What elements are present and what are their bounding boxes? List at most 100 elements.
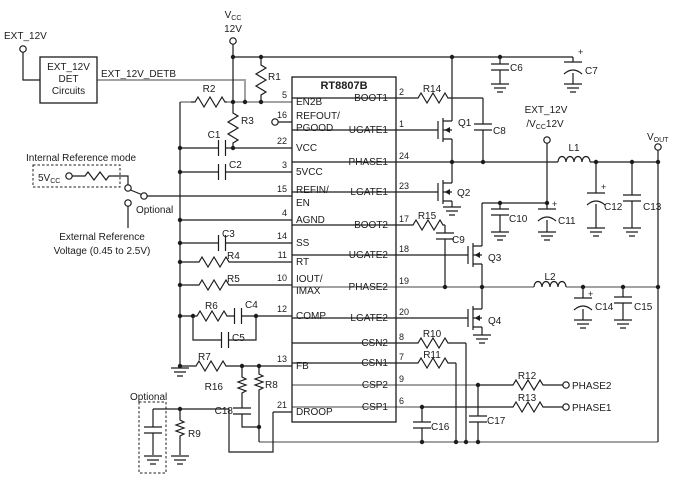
ext12v-terminal-label: EXT_12V — [4, 31, 47, 42]
vcc-12v-label: 12V — [224, 24, 242, 35]
pin-number: 2 — [399, 87, 404, 97]
terminal-ext12v-vcc12v — [543, 136, 551, 144]
pin-label-fb: FB — [296, 361, 309, 372]
ic-right-pin-labels: BOOT1 UGATE1 PHASE1 LGATE1 BOOT2 UGATE2 … — [349, 93, 389, 413]
pin-number: 1 — [399, 119, 404, 129]
pin-label-boot1: BOOT1 — [354, 93, 388, 104]
pin-label-ugate1: UGATE1 — [349, 125, 389, 136]
net-labels: EXT_12V EXT_12V DET Circuits EXT_12V_DET… — [4, 10, 669, 414]
resistor-R4 — [194, 256, 232, 268]
optional-switch-label: Optional — [136, 205, 173, 216]
pin-label-csn1: CSN1 — [361, 358, 388, 369]
pin-number: 11 — [278, 250, 287, 260]
ic-title: RT8807B — [320, 80, 367, 92]
plus-sign-C14: + — [588, 289, 593, 299]
resistor-R5 — [194, 279, 232, 291]
annotations: Internal Reference mode 5VCC Optional Ex… — [26, 153, 173, 403]
pin-number: 3 — [282, 160, 287, 170]
pin-number: 22 — [277, 136, 287, 146]
capacitor-C11 — [537, 208, 557, 222]
det-box-line1: EXT_12V — [47, 62, 90, 73]
capacitor-C7 — [563, 61, 583, 75]
pin-label-ugate2: UGATE2 — [349, 250, 389, 261]
optional-bottom-label: Optional — [130, 392, 167, 403]
capacitor-C14 — [573, 297, 593, 311]
pin-number: 6 — [399, 396, 404, 406]
phase2-sense-label: PHASE2 — [572, 381, 612, 392]
pin-label-pgood: PGOOD — [296, 123, 333, 134]
label-C16: C16 — [431, 422, 450, 433]
capacitor-C15 — [613, 296, 633, 304]
label-Q1: Q1 — [458, 118, 472, 129]
capacitor-C2 — [217, 163, 227, 181]
capacitor-C12 — [586, 192, 606, 206]
capacitor-C10 — [490, 208, 510, 216]
det-circuits-box — [39, 56, 98, 104]
resistor-R1 — [255, 60, 267, 98]
label-C10: C10 — [509, 214, 528, 225]
pin-number: 18 — [399, 244, 409, 254]
plus-sign-C12: + — [601, 182, 606, 192]
capacitor-C5 — [220, 331, 230, 349]
label-C17: C17 — [487, 416, 506, 427]
resistor-R8 — [254, 371, 264, 393]
label-Q4: Q4 — [488, 316, 502, 327]
ext12v-vcc12v-line1: EXT_12V — [525, 105, 568, 116]
label-C7: C7 — [585, 66, 598, 77]
label-C9: C9 — [452, 235, 465, 246]
label-C3: C3 — [222, 229, 235, 240]
ground-symbol — [586, 227, 606, 237]
plus-sign-C11: + — [552, 199, 557, 209]
pin-number: 24 — [399, 151, 409, 161]
pin-number: 17 — [399, 214, 409, 224]
vout-label: VOUT — [647, 132, 669, 144]
capacitor-C1 — [217, 139, 227, 157]
external-reference-line1: External Reference — [59, 232, 145, 243]
resistor-R2 — [190, 96, 228, 108]
pin-label-rt: RT — [296, 257, 309, 268]
label-R16: R16 — [205, 382, 224, 393]
label-L1: L1 — [568, 143, 580, 154]
capacitor-C13 — [622, 194, 642, 202]
pin-label-refin: REFIN/ — [296, 185, 329, 196]
pin-label-csn2: CSN2 — [361, 338, 388, 349]
internal-reference-label: Internal Reference mode — [26, 153, 137, 164]
resistor-R16 — [237, 374, 247, 396]
ground-symbol — [170, 367, 190, 377]
pin-label-vcc: VCC — [296, 143, 317, 154]
capacitor-C8 — [473, 123, 493, 131]
label-C1: C1 — [208, 130, 221, 141]
pin-label-boot2: BOOT2 — [354, 220, 388, 231]
label-C12: C12 — [604, 202, 623, 213]
pin-label-lgate1: LGATE1 — [350, 187, 388, 198]
label-C2: C2 — [229, 160, 242, 171]
label-R1: R1 — [268, 72, 281, 83]
inductor-L1 — [557, 155, 591, 163]
pin-label-phase2: PHASE2 — [349, 282, 389, 293]
pin-number: 20 — [399, 307, 409, 317]
terminal-vout — [654, 143, 662, 151]
capacitor-C4 — [233, 307, 243, 325]
pin-number: 15 — [277, 184, 287, 194]
plus-sign-C7: + — [578, 47, 583, 57]
mosfet-Q4 — [467, 305, 483, 331]
label-C6: C6 — [510, 63, 523, 74]
label-C15: C15 — [634, 302, 653, 313]
det-signal-label: EXT_12V_DETB — [101, 69, 176, 80]
pin-label-comp: COMP — [296, 311, 326, 322]
capacitor-optional — [143, 426, 163, 434]
pin-number: 8 — [399, 332, 404, 342]
terminal-ext12v — [19, 45, 27, 53]
terminal-5vcc — [65, 172, 73, 180]
label-C18: C18 — [215, 406, 234, 417]
terminal-phase1-sense — [562, 403, 570, 411]
label-R9: R9 — [188, 429, 201, 440]
label-R6: R6 — [205, 301, 218, 312]
capacitor-C17 — [468, 415, 488, 423]
ground-symbol — [573, 319, 593, 329]
resistor-internal-reference — [81, 171, 113, 181]
pin-label-iout: IOUT/ — [296, 274, 323, 285]
resistor-R3 — [227, 108, 239, 146]
